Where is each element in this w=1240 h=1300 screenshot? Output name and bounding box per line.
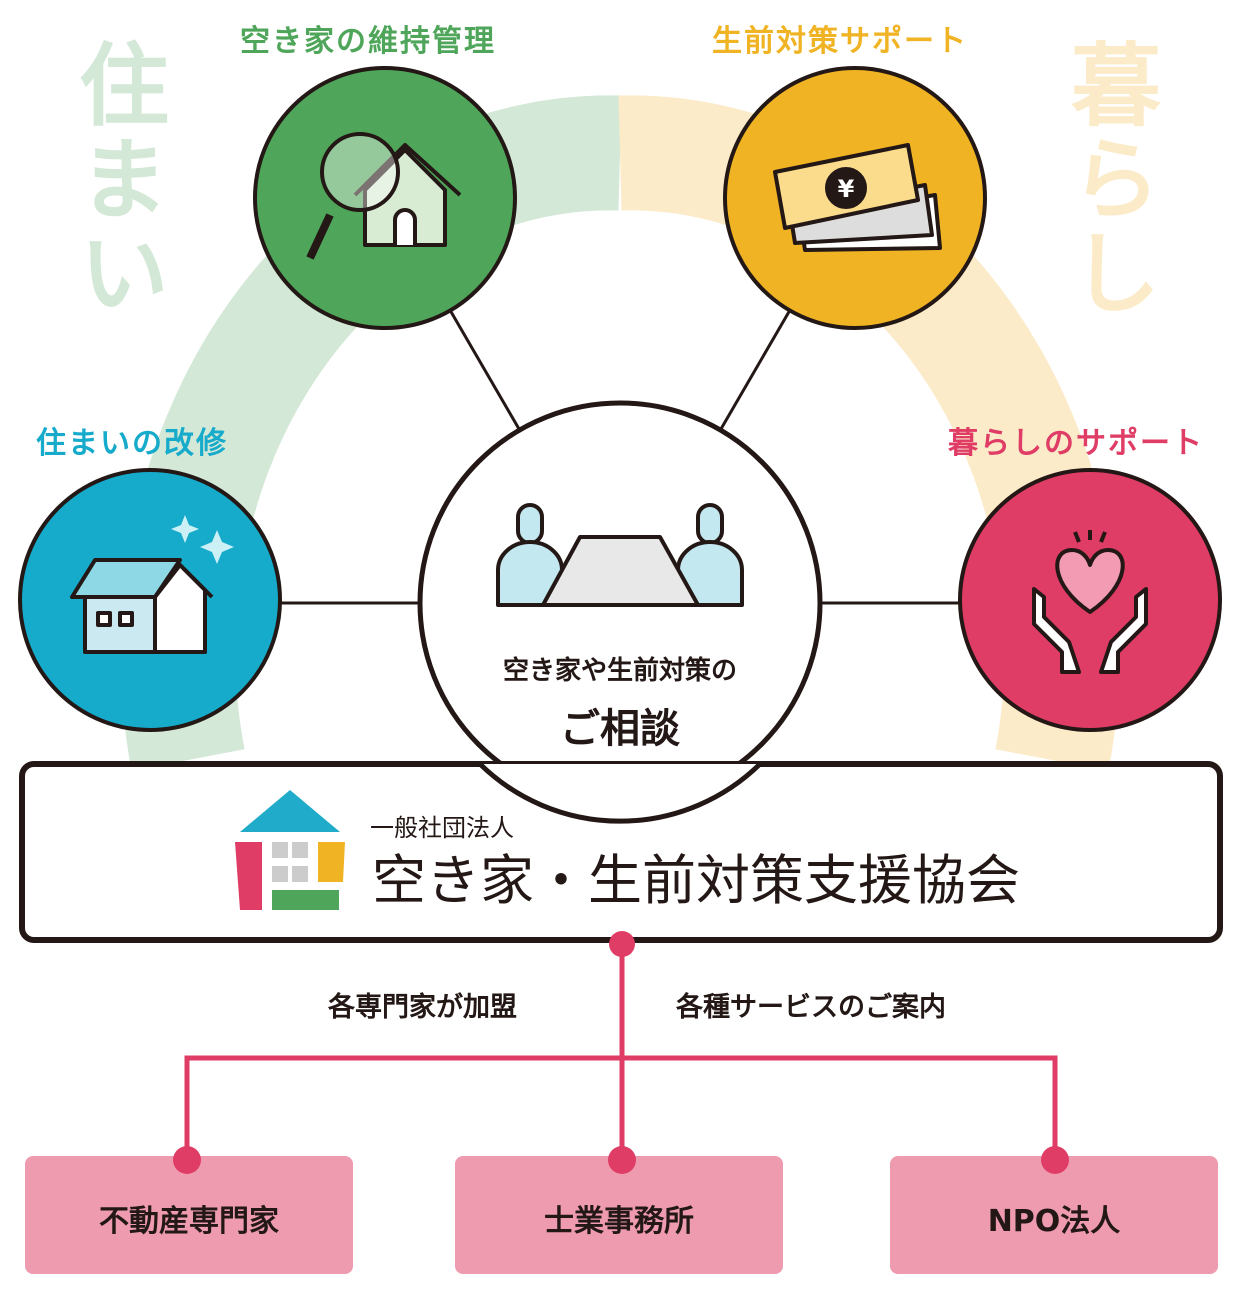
organization-logo: [235, 790, 345, 910]
connector-label-members: 各専門家が加盟: [328, 992, 517, 1023]
center-text-line2: ご相談: [560, 706, 680, 752]
yen-bills-icon: ¥: [773, 143, 942, 252]
member-box-real-estate: [25, 1156, 353, 1274]
svg-text:¥: ¥: [838, 175, 855, 203]
member-tree-lines: [184, 944, 1058, 1160]
service-label-renovation: 住まいの改修: [36, 426, 228, 461]
member-box-legal-office: [455, 1156, 783, 1274]
organization-name: 空き家・生前対策支援協会: [372, 849, 1020, 912]
tree-node: [608, 1146, 636, 1174]
organization-type: 一般社団法人: [370, 814, 514, 842]
member-label-npo: NPO法人: [987, 1204, 1121, 1239]
center-text-line1: 空き家や生前対策の: [502, 656, 737, 686]
member-label-legal-office: 士業事務所: [544, 1204, 694, 1239]
sparkling-house-icon: [70, 515, 234, 654]
hands-heart-icon: [1032, 530, 1148, 674]
magnifier-house-icon: [306, 132, 462, 260]
consultation-table-icon: [496, 503, 744, 607]
member-label-real-estate: 不動産専門家: [99, 1204, 279, 1239]
service-label-maintenance: 空き家の維持管理: [240, 24, 496, 59]
service-label-life-support: 暮らしのサポート: [948, 426, 1204, 461]
member-box-npo: [890, 1156, 1218, 1274]
connector-label-services: 各種サービスのご案内: [676, 992, 946, 1023]
tree-node-top: [609, 931, 635, 957]
service-label-planning: 生前対策サポート: [712, 24, 968, 59]
tree-node: [173, 1146, 201, 1174]
tree-node: [1041, 1146, 1069, 1174]
side-label-life: 暮らし: [1055, 38, 1160, 320]
side-label-living: 住まい: [63, 38, 168, 320]
